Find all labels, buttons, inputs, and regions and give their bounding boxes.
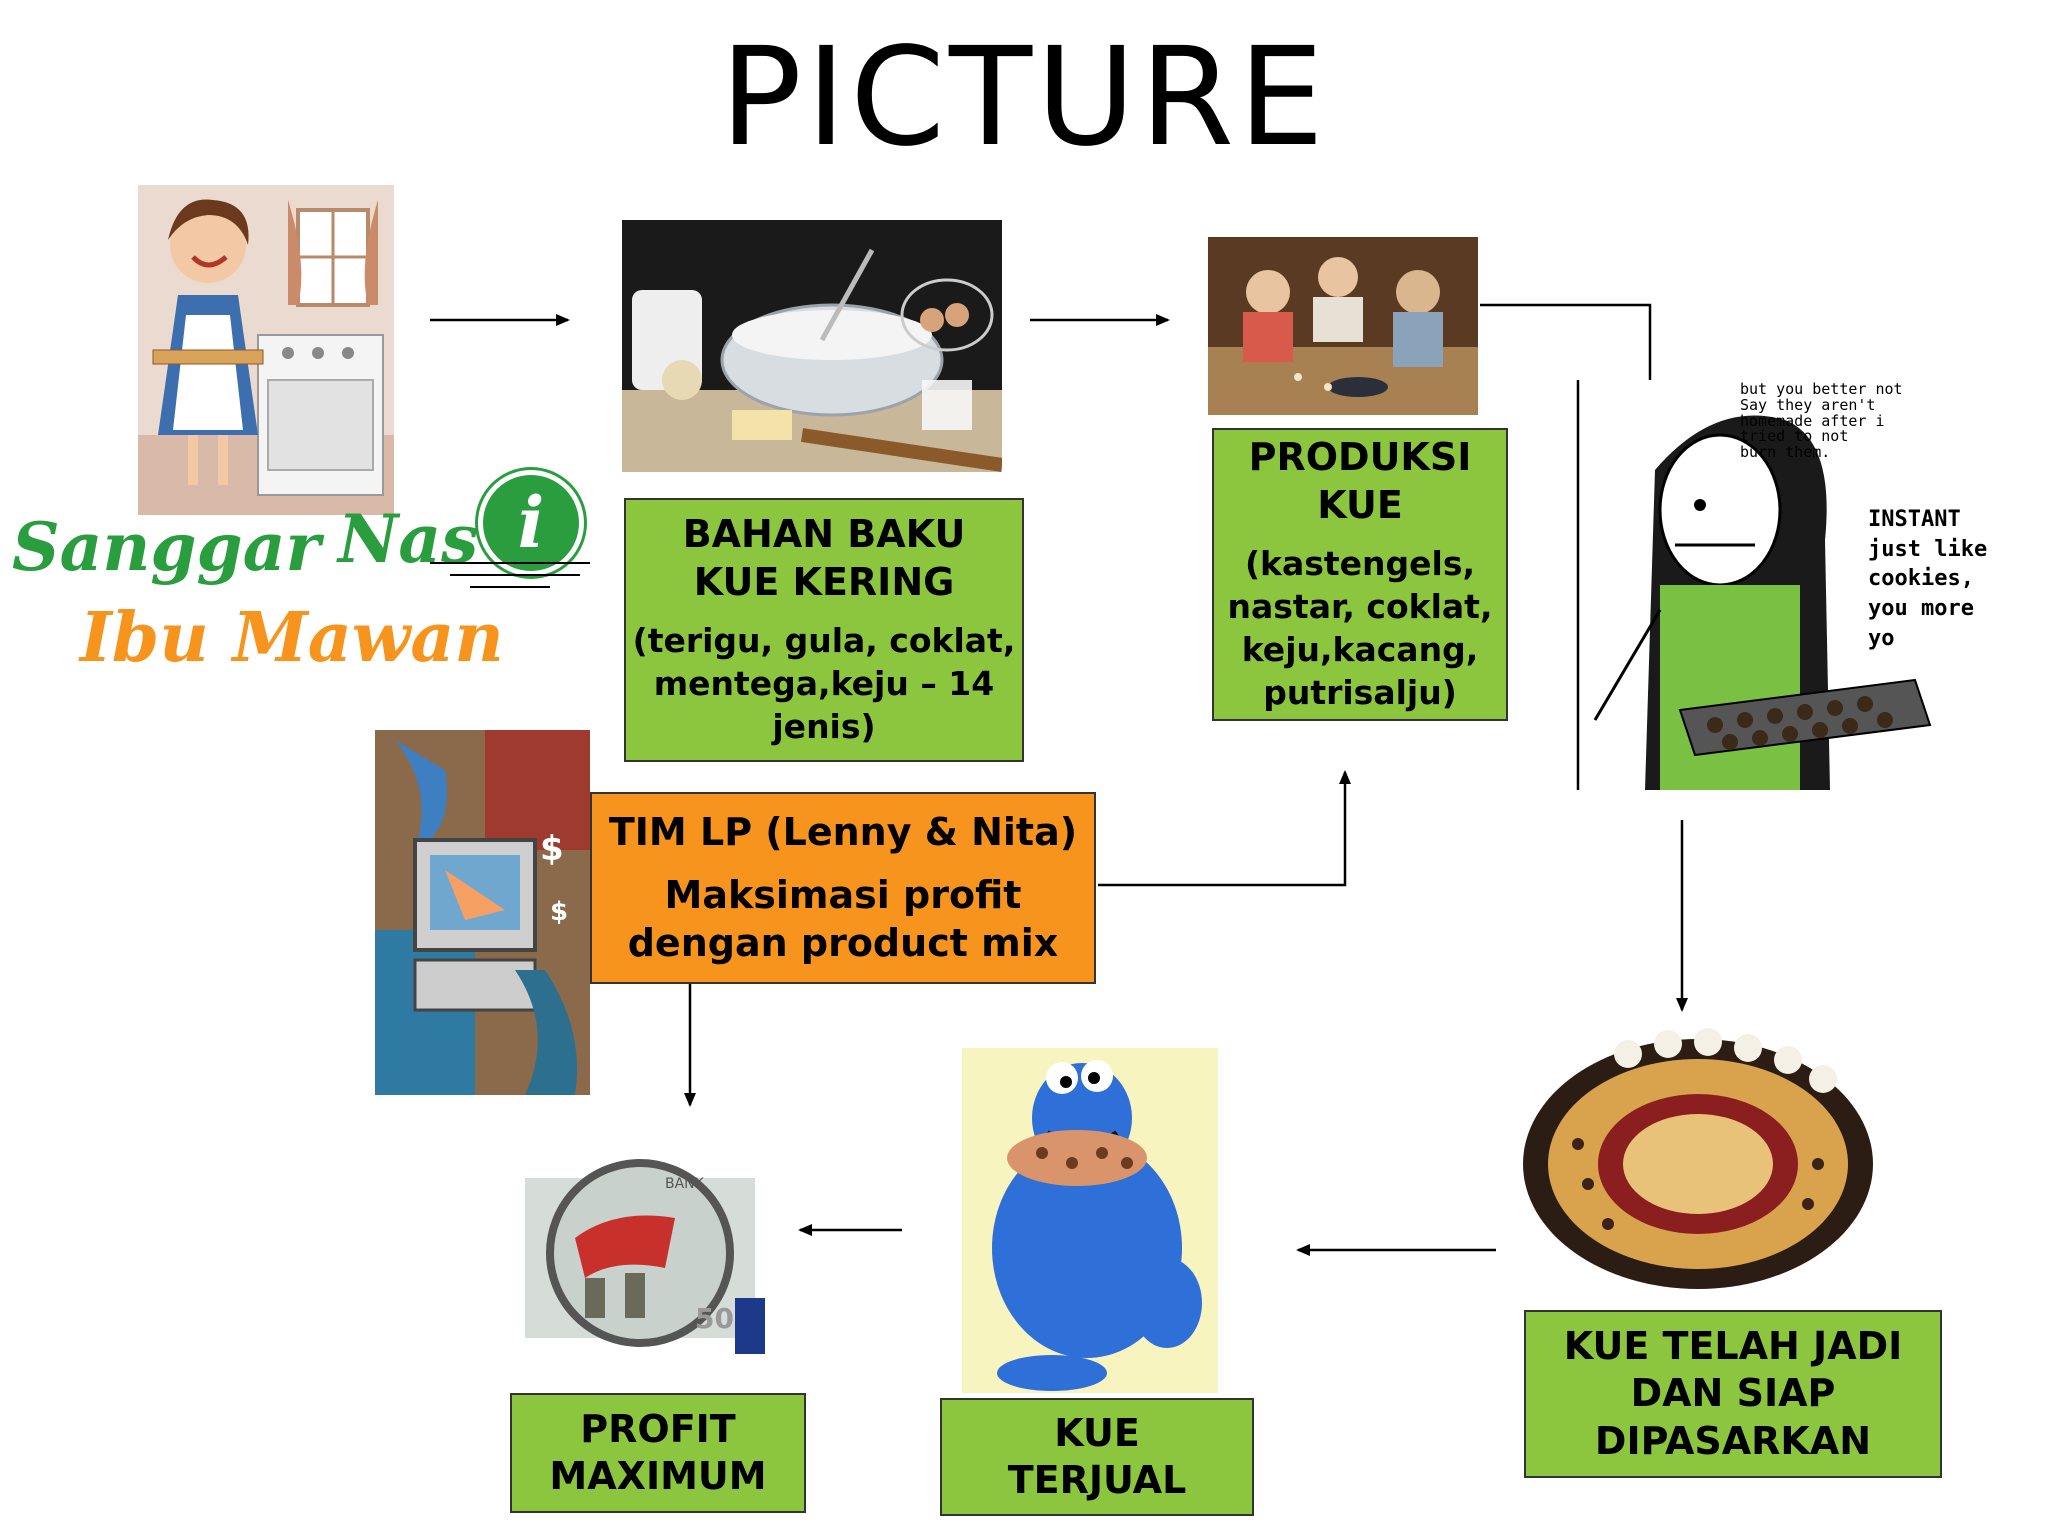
produksi-kue-box: PRODUKSI KUE (kastengels, nastar, coklat… [1212,428,1508,721]
profit-maximum-title: PROFIT MAXIMUM [549,1406,767,1499]
cartoon-caption: but you better not Say they aren't homem… [1740,380,1903,461]
logo-word-nas: Nas [338,500,479,578]
tim-lp-detail: Maksimasi profit dengan product mix [627,873,1059,965]
info-icon: i [478,470,584,576]
housewife-illustration [138,185,394,515]
cookie-platter-photo [1518,1024,1878,1296]
logo-word-sanggar: Sanggar [12,508,321,586]
cookie-monster-illustration [962,1048,1218,1393]
dollar-icon: $ [540,829,564,869]
cookie-cartoon-illustration [1585,380,2005,790]
logo-sanggar: Sanggar [12,508,320,586]
produksi-kue-title: PRODUKSI KUE [1248,435,1472,527]
kue-jadi-title: KUE TELAH JADI DAN SIAP DIPASARKAN [1563,1323,1903,1463]
tim-lp-title: TIM LP (Lenny & Nita) [608,809,1078,854]
kue-terjual-title: KUE TERJUAL [1007,1410,1187,1503]
baking-ingredients-photo [622,220,1002,472]
svg-text:BANK: BANK [665,1176,705,1192]
svg-text:$: $ [550,897,568,927]
logo-underline [430,562,590,588]
magnified-banknote-photo: BANK 500 [515,1148,765,1354]
tim-lp-box: TIM LP (Lenny & Nita) Maksimasi profit d… [590,792,1096,984]
bahan-baku-detail: (terigu, gula, coklat, mentega,keju – 14… [632,621,1016,746]
bahan-baku-title: BAHAN BAKU KUE KERING [682,512,966,604]
produksi-kue-detail: (kastengels, nastar, coklat, keju,kacang… [1227,544,1493,712]
kids-baking-photo [1208,237,1478,415]
computer-money-illustration: $ $ [375,730,590,1095]
cartoon-side-text: INSTANT just like cookies, you more yo [1868,507,1988,651]
arrow-tim-to-produksi [1098,770,1351,887]
info-badge-letter: i [517,481,545,564]
page-title: PICTURE [719,19,1329,177]
bahan-baku-box: BAHAN BAKU KUE KERING (terigu, gula, cok… [624,498,1024,762]
kue-jadi-box: KUE TELAH JADI DAN SIAP DIPASARKAN [1524,1310,1942,1478]
kue-terjual-box: KUE TERJUAL [940,1398,1254,1516]
logo-ibu-mawan: Ibu Mawan [80,598,504,678]
profit-maximum-box: PROFIT MAXIMUM [510,1393,806,1513]
logo-nas: Nas [338,500,478,578]
